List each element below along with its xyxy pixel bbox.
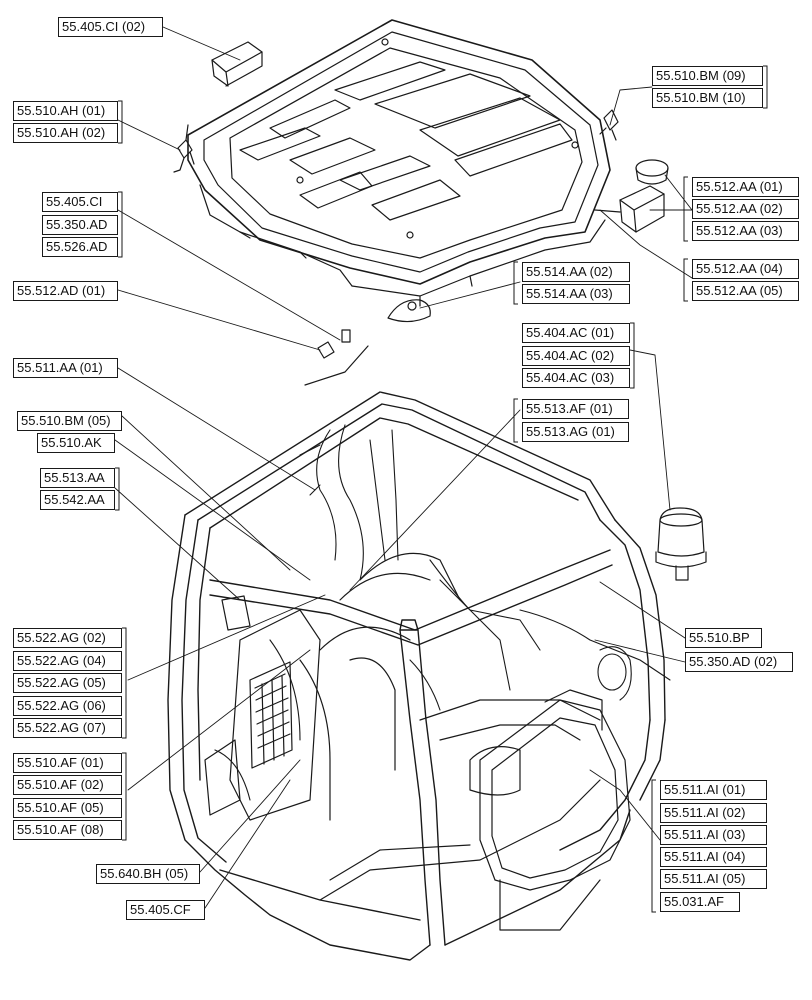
- cab-floor-interior: [299, 552, 601, 901]
- callout-55-542-aa: 55.542.AA: [40, 490, 115, 510]
- callout-55-512-aa-03: 55.512.AA (03): [692, 221, 799, 241]
- callout-55-404-ac-01: 55.404.AC (01): [522, 323, 630, 343]
- callout-55-522-ag-05: 55.522.AG (05): [13, 673, 122, 693]
- callout-55-511-ai-02: 55.511.AI (02): [660, 803, 767, 823]
- callout-55-514-aa-03: 55.514.AA (03): [522, 284, 630, 304]
- callout-55-513-ag-01: 55.513.AG (01): [522, 422, 629, 442]
- callout-55-511-ai-03: 55.511.AI (03): [660, 825, 767, 845]
- callout-55-510-bm-10: 55.510.BM (10): [652, 88, 763, 108]
- callout-55-404-ac-02: 55.404.AC (02): [522, 346, 630, 366]
- dome-light: [387, 299, 431, 323]
- callout-55-405-cf: 55.405.CF: [126, 900, 205, 920]
- callout-55-511-aa-01: 55.511.AA (01): [13, 358, 118, 378]
- callout-55-512-aa-04: 55.512.AA (04): [692, 259, 799, 279]
- roof-ecu-module: [211, 41, 263, 87]
- callout-55-510-af-02: 55.510.AF (02): [13, 775, 122, 795]
- callout-55-031-af: 55.031.AF: [660, 892, 740, 912]
- callout-55-510-bp: 55.510.BP: [685, 628, 762, 648]
- callout-55-510-bm-05: 55.510.BM (05): [17, 411, 122, 431]
- radio-speaker: [635, 159, 669, 185]
- callout-55-522-ag-06: 55.522.AG (06): [13, 696, 122, 716]
- callout-55-512-aa-02: 55.512.AA (02): [692, 199, 799, 219]
- callout-55-511-ai-05: 55.511.AI (05): [660, 869, 767, 889]
- callout-55-522-ag-02: 55.522.AG (02): [13, 628, 122, 648]
- wiring-harness: [214, 424, 671, 801]
- roof-left-connector: [173, 124, 195, 173]
- rotating-beacon: [655, 507, 707, 581]
- small-switch-connector: [317, 329, 351, 359]
- roof-panel: [187, 19, 611, 307]
- cab-frame: [167, 391, 666, 961]
- callout-55-510-bm-09: 55.510.BM (09): [652, 66, 763, 86]
- callout-55-510-ak: 55.510.AK: [37, 433, 115, 453]
- left-console-fuse-panel: [204, 595, 321, 821]
- callout-55-510-ah-01: 55.510.AH (01): [13, 101, 118, 121]
- callout-55-405-ci-02: 55.405.CI (02): [58, 17, 163, 37]
- callout-55-512-aa-05: 55.512.AA (05): [692, 281, 799, 301]
- antenna-lead: [304, 345, 369, 386]
- right-fender: [479, 689, 631, 931]
- callout-55-510-ah-02: 55.510.AH (02): [13, 123, 118, 143]
- leader-lines: [114, 26, 693, 909]
- callout-55-350-ad-02: 55.350.AD (02): [685, 652, 793, 672]
- callout-55-512-ad-01: 55.512.AD (01): [13, 281, 118, 301]
- callout-55-513-af-01: 55.513.AF (01): [522, 399, 629, 419]
- callout-55-512-aa-01: 55.512.AA (01): [692, 177, 799, 197]
- callout-55-405-ci: 55.405.CI: [42, 192, 118, 212]
- callout-55-511-ai-04: 55.511.AI (04): [660, 847, 767, 867]
- callout-55-510-af-05: 55.510.AF (05): [13, 798, 122, 818]
- callout-55-350-ad: 55.350.AD: [42, 215, 118, 235]
- callout-55-510-af-01: 55.510.AF (01): [13, 753, 122, 773]
- callout-55-513-aa: 55.513.AA: [40, 468, 115, 488]
- callout-55-522-ag-04: 55.522.AG (04): [13, 651, 122, 671]
- callout-55-640-bh-05: 55.640.BH (05): [96, 864, 200, 884]
- callout-55-522-ag-07: 55.522.AG (07): [13, 718, 122, 738]
- roof-right-connector: [599, 109, 619, 141]
- callout-55-514-aa-02: 55.514.AA (02): [522, 262, 630, 282]
- callout-55-526-ad: 55.526.AD: [42, 237, 118, 257]
- callout-55-404-ac-03: 55.404.AC (03): [522, 368, 630, 388]
- radio-module: [594, 185, 665, 233]
- callout-55-511-ai-01: 55.511.AI (01): [660, 780, 767, 800]
- callout-55-510-af-08: 55.510.AF (08): [13, 820, 122, 840]
